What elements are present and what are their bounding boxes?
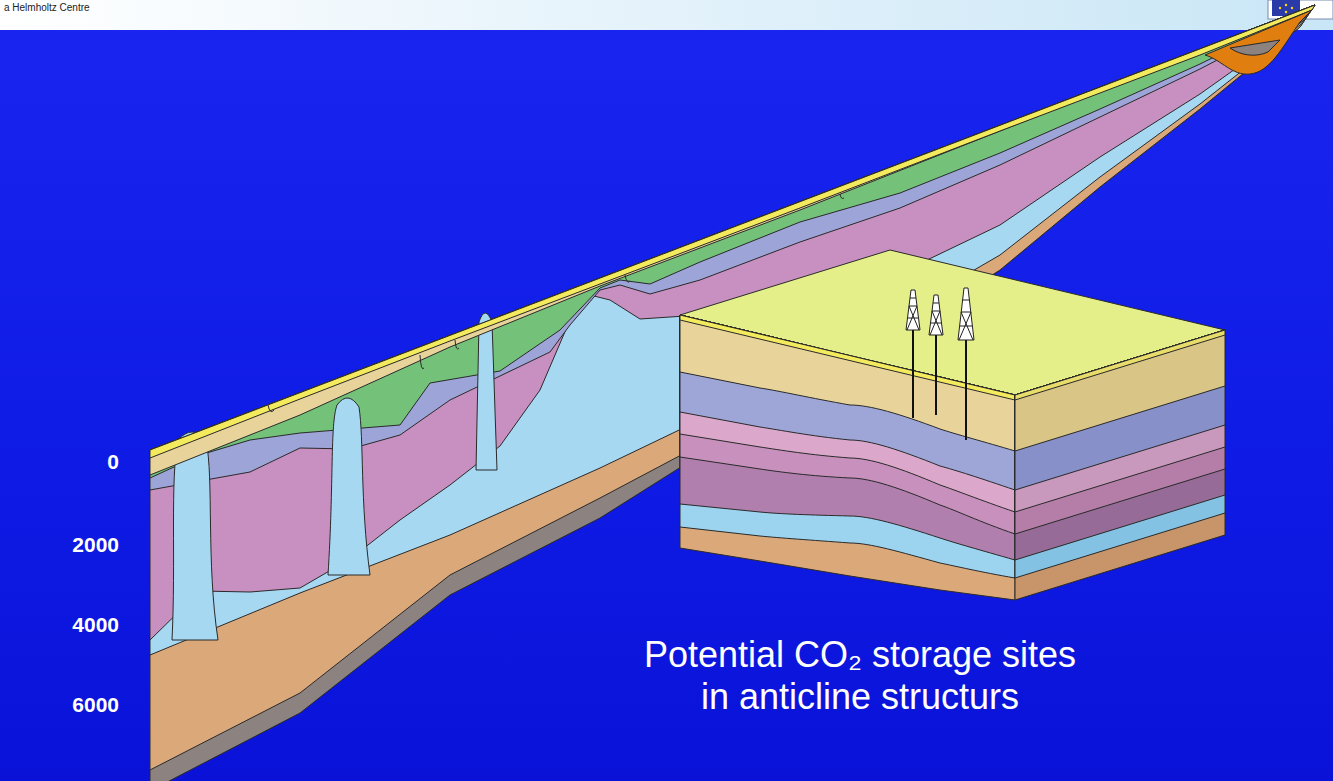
drilling-rigs [906,288,974,340]
depth-label: 4000 [39,613,119,637]
block-diagram [680,250,1225,600]
depth-label: 2000 [39,533,119,557]
depth-label: 0 [39,450,119,474]
depth-label: 6000 [39,693,119,717]
header-band [0,0,1333,30]
caption: Potential CO₂ storage sites in anticline… [632,634,1088,718]
institution-note: a Helmholtz Centre [4,2,90,14]
cross-section [150,5,1315,781]
